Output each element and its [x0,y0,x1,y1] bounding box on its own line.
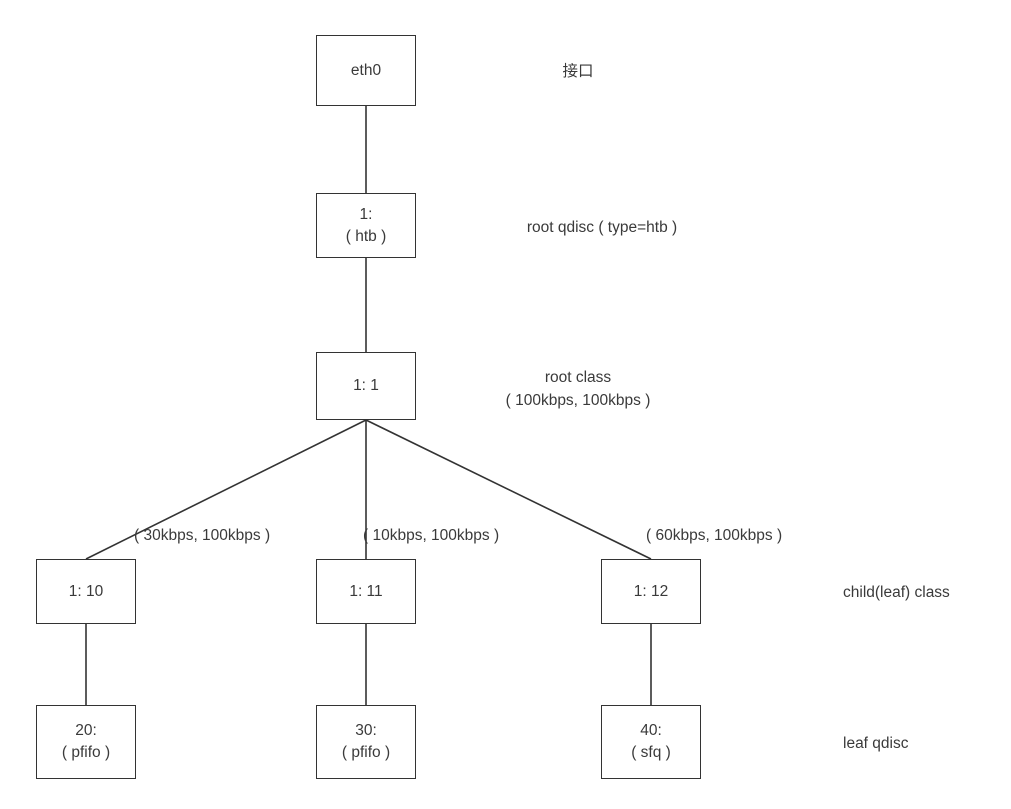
node-qdisc-30[interactable]: 30: ( pfifo ) [316,705,416,779]
node-eth0[interactable]: eth0 [316,35,416,106]
annotation-line-primary: root qdisc ( type=htb ) [526,219,678,236]
node-label-primary: 1: [359,205,373,223]
node-class-10[interactable]: 1: 10 [36,559,136,624]
node-label-primary: 30: [355,722,377,739]
annotation-line-primary: root class [544,369,612,386]
node-label-primary: eth0 [350,61,382,79]
node-class-11[interactable]: 1: 11 [316,559,416,624]
annotation-interface: 接口 [562,60,593,83]
node-label-secondary: ( sfq ) [631,744,671,761]
node-qdisc-40[interactable]: 40: ( sfq ) [601,705,701,779]
annotation-line-primary: 接口 [562,63,594,80]
node-label-primary: 1: 11 [349,582,383,600]
annotation-leaf-qdisc: leaf qdisc [843,732,908,755]
annotation-root-class: root class ( 100kbps, 100kbps ) [506,366,651,413]
node-qdisc-root[interactable]: 1: ( htb ) [316,193,416,258]
node-label-primary: 40: [640,722,662,739]
node-label-primary: 20: [75,722,97,739]
annotation-root-qdisc: root qdisc ( type=htb ) [527,216,677,239]
annotation-child-class: child(leaf) class [843,581,950,604]
node-label-primary: 1: 10 [68,582,104,600]
node-qdisc-20[interactable]: 20: ( pfifo ) [36,705,136,779]
annotation-line-primary: child(leaf) class [843,584,950,601]
node-class-root[interactable]: 1: 1 [316,352,416,420]
node-label-primary: 1: 12 [633,582,669,600]
annotation-line-secondary: ( 100kbps, 100kbps ) [505,392,651,410]
edge-label-rate-class-10: ( 30kbps, 100kbps ) [134,527,271,544]
node-label-secondary: ( htb ) [345,227,387,245]
node-label-secondary: ( pfifo ) [61,744,111,761]
node-class-12[interactable]: 1: 12 [601,559,701,624]
edge-label-rate-class-11: ( 10kbps, 100kbps ) [363,527,500,544]
node-label-primary: 1: 1 [353,377,379,394]
annotation-line-primary: leaf qdisc [843,735,909,752]
node-label-secondary: ( pfifo ) [341,744,391,761]
edge-label-rate-class-12: ( 60kbps, 100kbps ) [646,527,783,544]
